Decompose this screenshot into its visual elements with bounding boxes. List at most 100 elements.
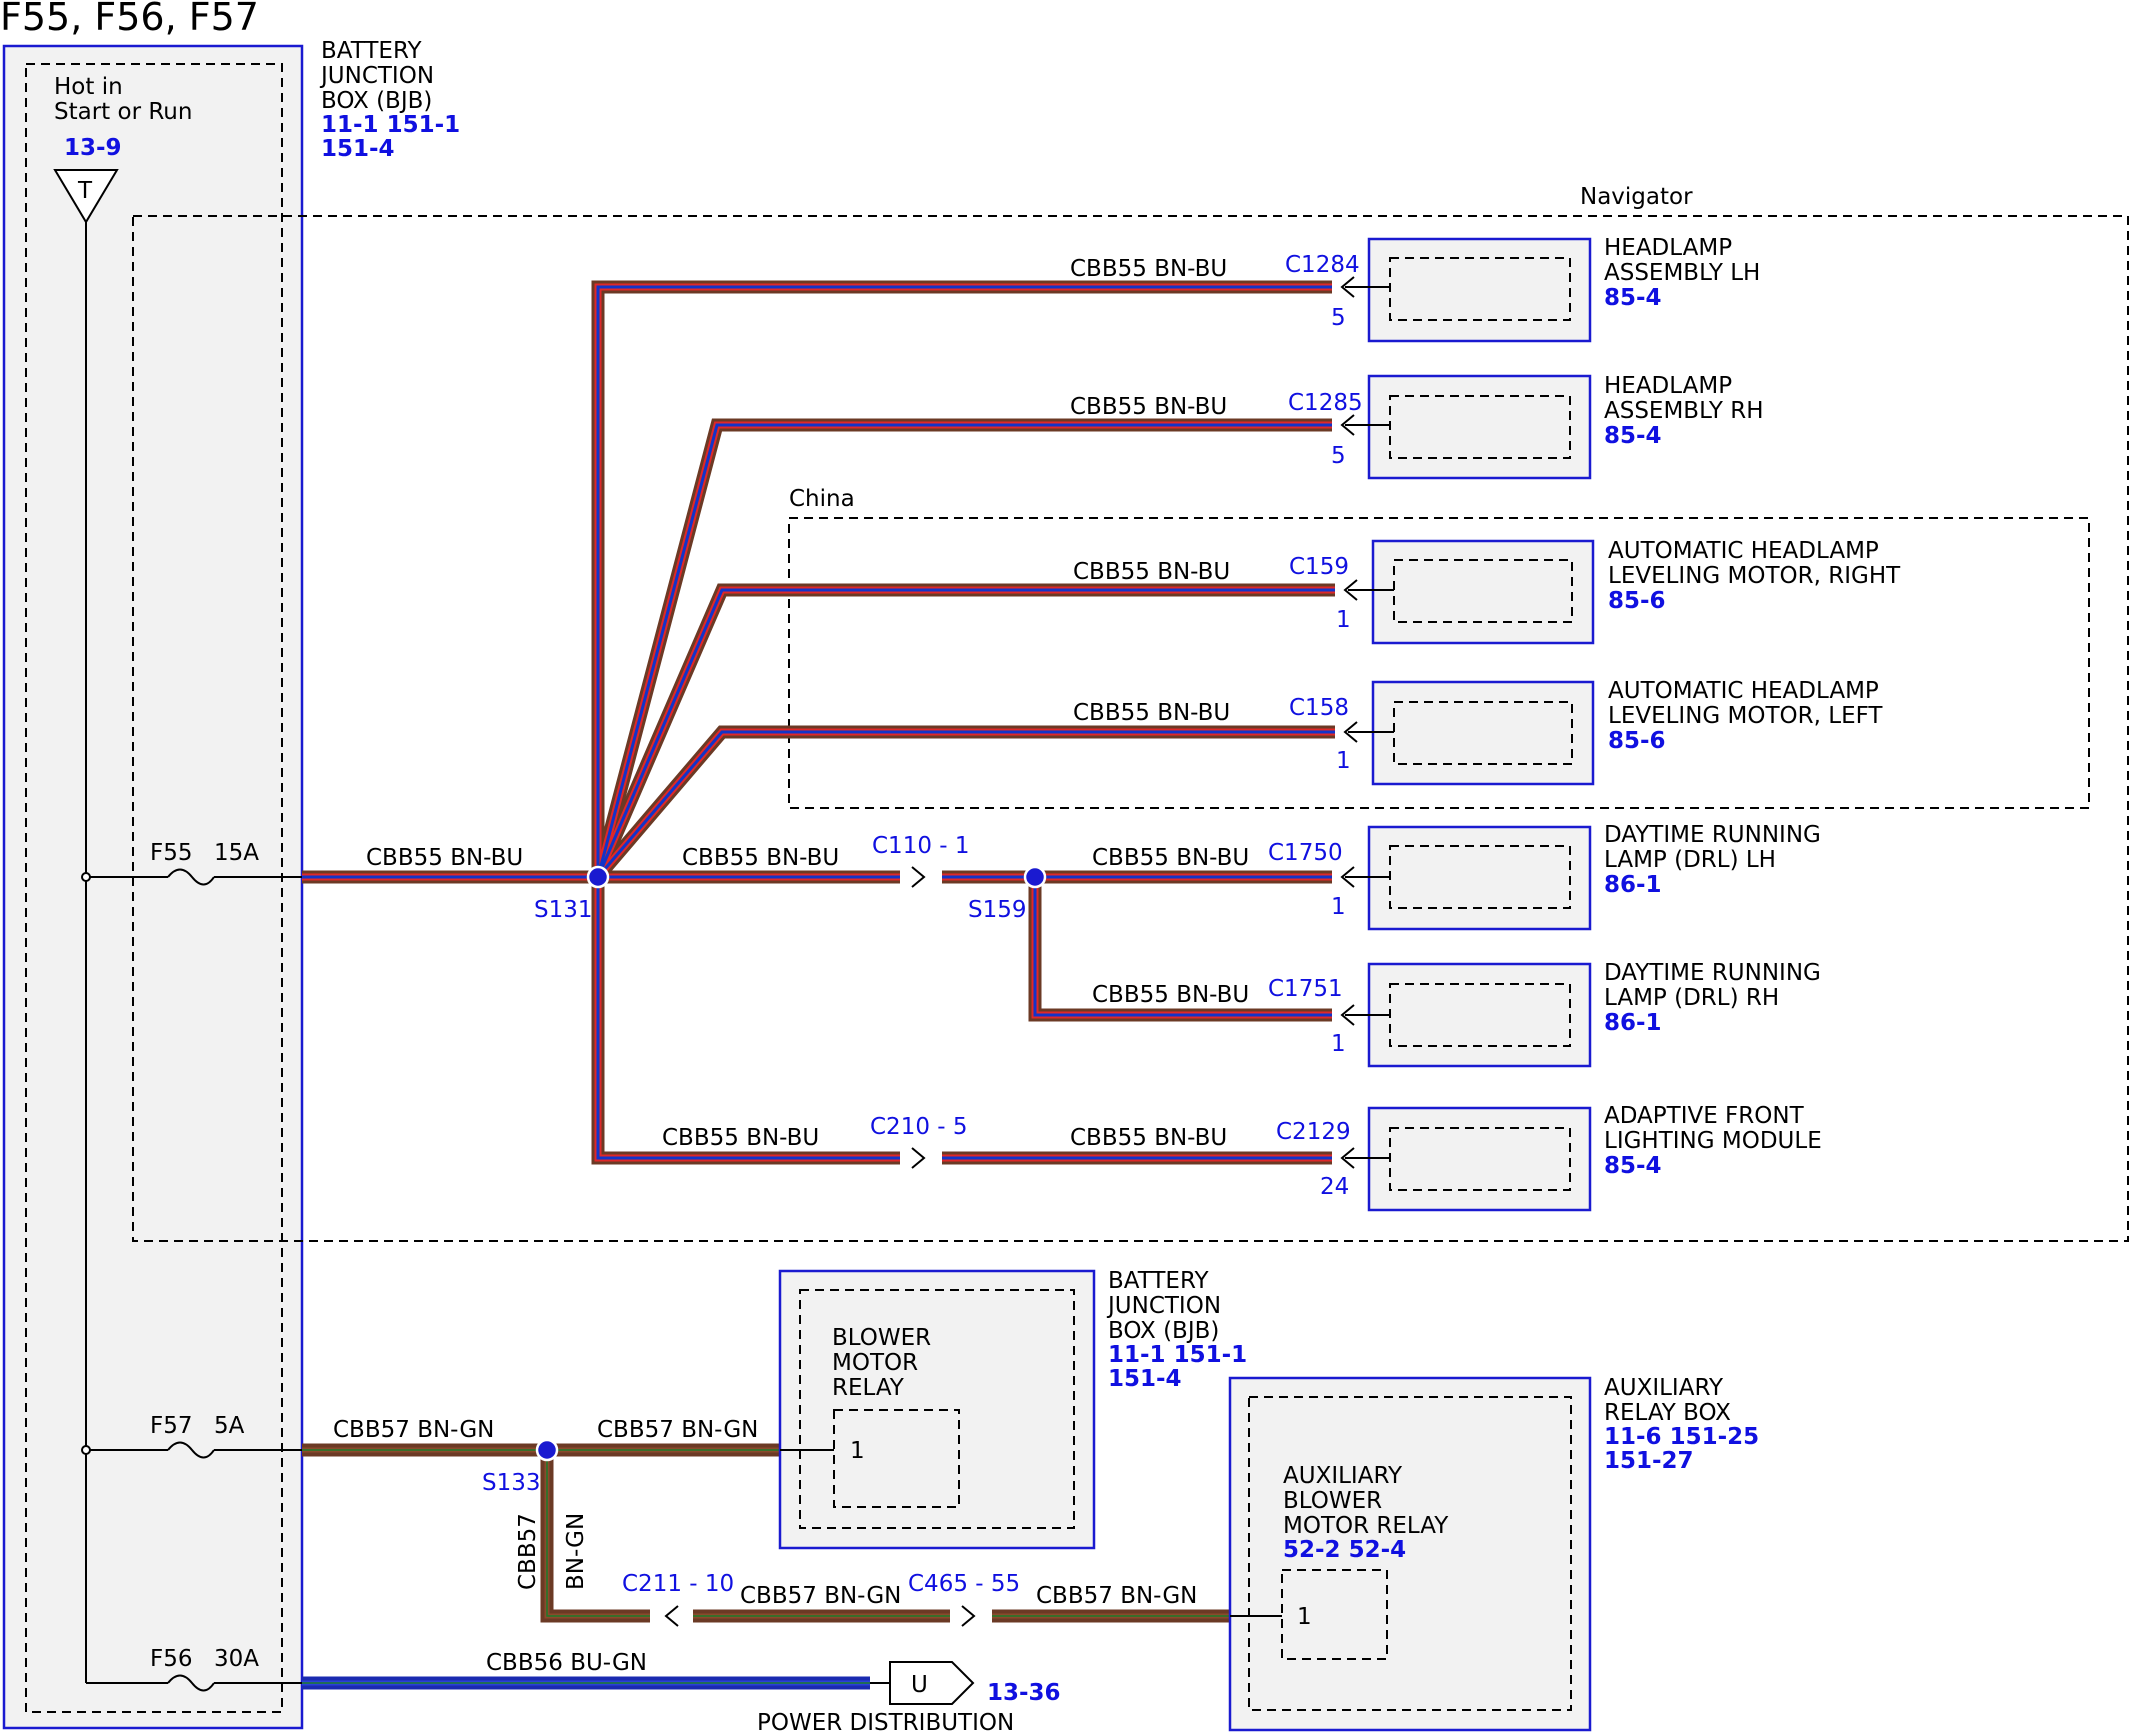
splice-s159 <box>1023 865 1047 889</box>
bjb-top-label: BATTERY JUNCTION BOX (BJB) 11-1 151-1 15… <box>319 38 460 162</box>
terminal-ref: 13-36 <box>987 1680 1061 1706</box>
wire-label-vertical: BN-GN <box>563 1513 589 1590</box>
bjb-ref: 151-4 <box>321 136 395 162</box>
terminal-symbol: T <box>77 178 93 204</box>
connector-pin-icon <box>1340 1147 1355 1169</box>
fuse-icon <box>167 868 215 886</box>
hot-in-label: Hot in <box>54 74 123 100</box>
component-headlamp-lh: C1284 5 HEADLAMP ASSEMBLY LH 85-4 <box>1285 235 1760 343</box>
wire-label: CBB55 BN-BU <box>1070 256 1227 282</box>
component-adaptive-front-lighting-module: C2129 24 ADAPTIVE FRONT LIGHTING MODULE … <box>1276 1103 1822 1212</box>
connector-id: C1285 <box>1288 390 1363 416</box>
diagram-title: F55, F56, F57 <box>0 0 259 39</box>
relay-name: RELAY <box>832 1375 905 1401</box>
relay-name: MOTOR RELAY <box>1283 1513 1449 1539</box>
hot-in-label: Start or Run <box>54 99 192 125</box>
component-name: DAYTIME RUNNING <box>1604 960 1821 986</box>
relay-name: MOTOR <box>832 1350 918 1376</box>
fuse-rating: 5A <box>214 1413 245 1439</box>
component-name: LAMP (DRL) RH <box>1604 985 1779 1011</box>
power-distribution-terminal: U 13-36 POWER DISTRIBUTION <box>757 1661 1061 1733</box>
component-name: ASSEMBLY RH <box>1604 398 1763 424</box>
wire-label: CBB55 BN-BU <box>366 845 523 871</box>
connector-pin-icon <box>1343 721 1358 743</box>
component-ref: 85-4 <box>1604 285 1662 311</box>
navigator-region <box>132 215 2129 1242</box>
wire-label: CBB55 BN-BU <box>682 845 839 871</box>
component-ref: 86-1 <box>1604 872 1662 898</box>
component-name: ADAPTIVE FRONT <box>1604 1103 1805 1129</box>
bjb-name-line: JUNCTION <box>1106 1293 1221 1319</box>
inline-connector-icon <box>911 1147 926 1169</box>
wire-label: CBB57 BN-GN <box>333 1417 494 1443</box>
relay-ref: 52-2 52-4 <box>1283 1537 1406 1563</box>
component-name: AUTOMATIC HEADLAMP <box>1608 538 1879 564</box>
terminal-label: POWER DISTRIBUTION <box>757 1710 1014 1733</box>
connector-pin-icon <box>1343 579 1358 601</box>
fuse-rating: 15A <box>214 840 259 866</box>
inline-connector-icon <box>911 866 926 888</box>
inline-connector-icon <box>664 1605 679 1627</box>
component-ref: 85-4 <box>1604 1153 1662 1179</box>
wire-label: CBB57 BN-GN <box>1036 1583 1197 1609</box>
component-name: LEVELING MOTOR, LEFT <box>1608 703 1883 729</box>
terminal-arrow-icon <box>889 1661 975 1705</box>
bjb-ref: 151-4 <box>1108 1366 1182 1392</box>
component-ref: 85-6 <box>1608 728 1666 754</box>
component-name: LIGHTING MODULE <box>1604 1128 1822 1154</box>
component-ref: 85-4 <box>1604 423 1662 449</box>
wire-label: CBB56 BU-GN <box>486 1650 647 1676</box>
connector-id: C1751 <box>1268 976 1343 1002</box>
component-name: HEADLAMP <box>1604 373 1732 399</box>
junction-dot <box>81 872 91 882</box>
connector-id: C158 <box>1289 695 1349 721</box>
wire-label: CBB55 BN-BU <box>1092 982 1249 1008</box>
connector-pin: 5 <box>1331 305 1346 331</box>
fuse-rating: 30A <box>214 1646 259 1672</box>
aux-box-name: RELAY BOX <box>1604 1400 1731 1426</box>
fuse-f55: F55 15A <box>81 840 302 886</box>
component-auxiliary-relay-box: 1 AUXILIARY BLOWER MOTOR RELAY 52-2 52-4… <box>1228 1375 1759 1732</box>
wire-label: CBB55 BN-BU <box>1092 845 1249 871</box>
component-name: LEVELING MOTOR, RIGHT <box>1608 563 1901 589</box>
splice-s131 <box>586 865 610 889</box>
fuse-icon <box>167 1674 215 1692</box>
component-name: LAMP (DRL) LH <box>1604 847 1776 873</box>
component-drl-lh: C1750 1 DAYTIME RUNNING LAMP (DRL) LH 86… <box>1268 822 1821 931</box>
fuse-name: F55 <box>150 840 193 866</box>
bjb-name-line: BATTERY <box>1108 1268 1209 1294</box>
connector-pin-icon <box>1340 414 1355 436</box>
connector-pin: 1 <box>1336 607 1351 633</box>
inline-connector-c210: C210 - 5 <box>870 1114 968 1140</box>
terminal-symbol: U <box>911 1672 928 1698</box>
component-leveling-motor-left: C158 1 AUTOMATIC HEADLAMP LEVELING MOTOR… <box>1289 678 1883 786</box>
component-name: DAYTIME RUNNING <box>1604 822 1821 848</box>
component-name: ASSEMBLY LH <box>1604 260 1760 286</box>
component-ref: 85-6 <box>1608 588 1666 614</box>
wire-label: CBB57 BN-GN <box>597 1417 758 1443</box>
terminal-triangle-icon <box>53 169 119 224</box>
junction-dot <box>81 1445 91 1455</box>
aux-box-ref: 11-6 151-25 <box>1604 1424 1759 1450</box>
component-name: HEADLAMP <box>1604 235 1732 261</box>
wire-label: CBB55 BN-BU <box>1070 1125 1227 1151</box>
component-headlamp-rh: C1285 5 HEADLAMP ASSEMBLY RH 85-4 <box>1288 373 1763 480</box>
splice-s133 <box>535 1438 559 1462</box>
relay-pin: 1 <box>1297 1604 1312 1630</box>
connector-pin: 1 <box>1331 1031 1346 1057</box>
bjb-name-line: BATTERY <box>321 38 422 64</box>
fuse-icon <box>167 1441 215 1459</box>
aux-box-name: AUXILIARY <box>1604 1375 1724 1401</box>
bjb-outer-box <box>2 44 304 1730</box>
component-name: AUTOMATIC HEADLAMP <box>1608 678 1879 704</box>
bjb-name-line: BOX (BJB) <box>321 88 432 114</box>
connector-pin: 5 <box>1331 443 1346 469</box>
inline-connector-c465: C465 - 55 <box>908 1571 1020 1597</box>
bjb-name-line: JUNCTION <box>319 63 434 89</box>
wire-label: CBB55 BN-BU <box>1070 394 1227 420</box>
fuse-f56: F56 30A <box>86 1646 302 1692</box>
wire-label: CBB55 BN-BU <box>1073 559 1230 585</box>
component-leveling-motor-right: C159 1 AUTOMATIC HEADLAMP LEVELING MOTOR… <box>1289 538 1901 645</box>
fuse-name: F57 <box>150 1413 193 1439</box>
bjb-ref: 11-1 151-1 <box>321 112 460 138</box>
